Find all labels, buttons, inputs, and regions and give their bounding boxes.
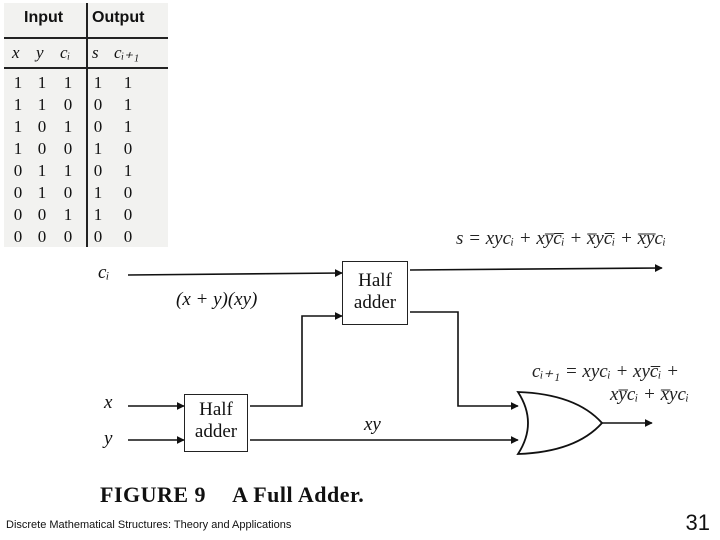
table-cell: 0 [37,139,47,158]
table-cell: 1 [123,161,133,180]
table-cell: 1 [93,73,103,92]
column-header-ci: cᵢ [60,43,71,62]
table-cell: 1 [13,73,23,92]
figure-title: A Full Adder. [232,482,365,507]
column-header-ci1: cᵢ₊₁ [114,43,140,62]
input-group-header: Input [24,9,64,26]
table-cell: 0 [123,183,133,202]
wire-carry2 [410,311,519,410]
table-cell: 0 [93,95,103,114]
carry-label: xy [364,414,381,435]
half-adder-1: Half adder [184,394,248,452]
table-cell: 1 [123,73,133,92]
figure-number: FIGURE 9 [100,482,207,507]
sum-equation: s = xycᵢ + xy̅c̅ᵢ + x̅yc̅ᵢ + x̅y̅cᵢ [456,228,666,249]
table-cell: 1 [63,161,73,180]
table-cell: 0 [13,183,23,202]
table-cell: 1 [93,205,103,224]
table-cell: 0 [63,227,73,246]
input-ci-label: cᵢ [98,262,110,283]
column-header-s: s [92,43,99,62]
table-cell: 0 [13,227,23,246]
table-cell: 1 [123,117,133,136]
half-adder-2: Half adder [342,261,408,325]
table-cell: 1 [13,139,23,158]
table-cell: 0 [123,227,133,246]
or-gate [516,391,604,455]
table-cell: 1 [13,95,23,114]
table-cell: 0 [63,139,73,158]
book-title-footer: Discrete Mathematical Structures: Theory… [6,519,292,531]
column-header-x: x [12,43,20,62]
table-cell: 0 [37,117,47,136]
partial-sum-label: (x + y)(xy) [176,289,258,310]
table-cell: 0 [93,117,103,136]
table-cell: 0 [13,205,23,224]
table-cell: 1 [37,183,47,202]
table-cell: 0 [13,161,23,180]
table-cell: 1 [93,183,103,202]
table-cell: 1 [63,205,73,224]
output-group-header: Output [92,9,145,26]
table-cell: 0 [63,183,73,202]
table-cell: 1 [13,117,23,136]
page-number: 31 [685,510,710,535]
table-cell: 1 [63,117,73,136]
table-cell: 1 [37,73,47,92]
table-cell: 0 [123,205,133,224]
figure-caption: FIGURE 9 A Full Adder. [100,482,364,508]
table-cell: 0 [93,227,103,246]
table-divider [86,3,88,247]
carry-equation-line2: xy̅cᵢ + x̅ycᵢ [610,384,689,405]
column-header-y: y [36,43,44,62]
wire-partial-sum [250,312,343,407]
table-cell: 1 [93,139,103,158]
wire-sum-out [409,264,663,273]
table-divider [4,67,168,69]
input-x-label: x [104,392,113,413]
table-cell: 0 [123,139,133,158]
table-divider [4,37,168,39]
carry-equation-line1: cᵢ₊₁ = xycᵢ + xyc̅ᵢ + [532,361,679,382]
table-cell: 1 [37,161,47,180]
table-cell: 1 [63,73,73,92]
wire-ci [127,269,343,278]
input-y-label: y [104,428,113,449]
table-cell: 0 [37,227,47,246]
table-cell: 1 [123,95,133,114]
table-cell: 0 [63,95,73,114]
table-cell: 0 [37,205,47,224]
table-cell: 1 [37,95,47,114]
table-cell: 0 [93,161,103,180]
